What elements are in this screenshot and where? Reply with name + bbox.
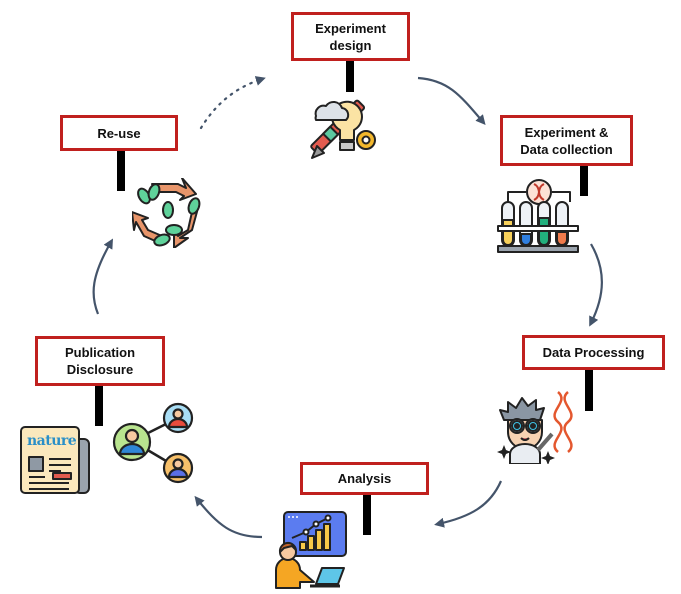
stage-data-collection-post (580, 166, 588, 196)
stage-reuse-post (117, 151, 125, 191)
arrow-collection-to-processing (589, 243, 603, 327)
stage-data-processing-label: Data Processing (522, 335, 665, 370)
stage-reuse-label: Re-use (60, 115, 178, 151)
arrow-analysis-to-publication (194, 495, 263, 539)
stage-analysis-post (363, 495, 371, 535)
stage-analysis-label: Analysis (300, 462, 429, 495)
arrow-publication-to-reuse (92, 238, 113, 315)
newspaper-masthead: nature (27, 433, 77, 449)
stage-experiment-design-label: Experiment design (291, 12, 410, 61)
arrow-processing-to-analysis (434, 480, 503, 528)
people-network-icon (112, 402, 194, 484)
stage-publication-disclosure-label: Publication Disclosure (35, 336, 165, 386)
lightbulb-pencil-gear-icon (310, 99, 376, 159)
stage-publication-disclosure-post (95, 386, 103, 426)
person-chart-laptop-icon (275, 511, 347, 589)
test-tubes-dna-icon (497, 179, 579, 253)
stage-data-collection-label: Experiment & Data collection (500, 115, 633, 166)
arrow-reuse-to-design (199, 76, 266, 130)
arrow-design-to-collection (417, 76, 486, 126)
recycle-leaves-icon (132, 178, 201, 248)
stage-data-processing-post (585, 370, 593, 411)
newspaper-icon: nature (19, 425, 91, 495)
stage-experiment-design-post (346, 61, 354, 92)
scientist-dna-icon (497, 391, 573, 464)
